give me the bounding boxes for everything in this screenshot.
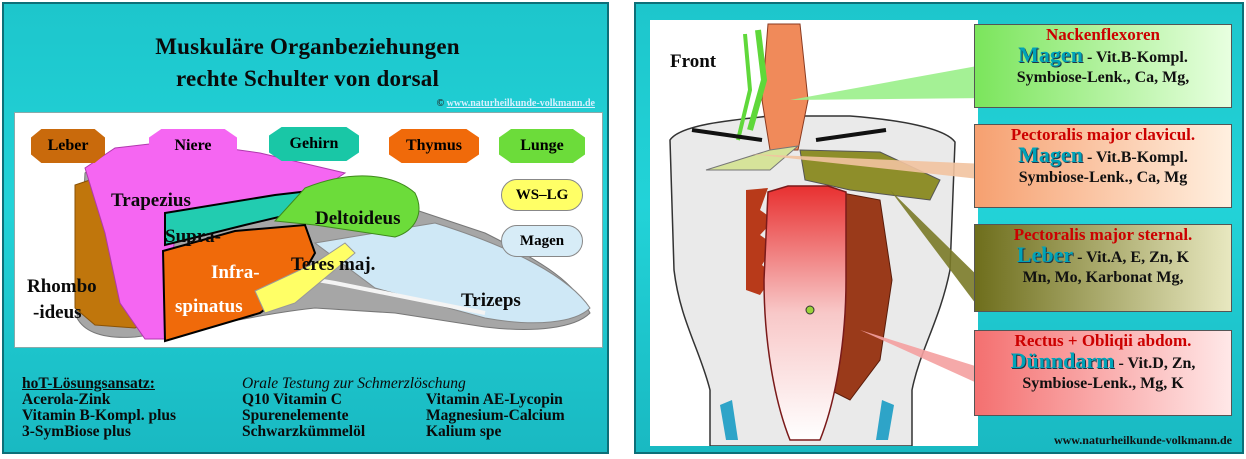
callout-organ: Magen bbox=[1018, 142, 1083, 167]
solution-col3: Vitamin AE-Lycopin Magnesium-Calcium Kal… bbox=[426, 392, 565, 440]
website-footer[interactable]: www.naturheilkunde-volkmann.de bbox=[1054, 433, 1232, 448]
organ-key-thymus: Thymus bbox=[389, 129, 479, 163]
callout-line2: Symbiose-Lenk., Ca, Mg, bbox=[975, 68, 1231, 88]
copyright-notice: © www.naturheilkunde-volkmann.de bbox=[437, 98, 595, 109]
callout-vitamins: - Vit.D, Zn, bbox=[1115, 355, 1196, 372]
organ-key-label: Thymus bbox=[406, 137, 462, 155]
torso-muscle-diagram bbox=[650, 20, 978, 446]
torso-diagram-panel bbox=[650, 20, 978, 446]
label-trapezius: Trapezius bbox=[111, 191, 191, 210]
key-ws-lg: WS–LG bbox=[501, 179, 583, 211]
callout-pectoralis-clavicular: Pectoralis major clavicul. Magen - Vit.B… bbox=[974, 124, 1232, 208]
callout-vitamins: - Vit.A, E, Zn, K bbox=[1073, 249, 1189, 266]
solution-item: Vitamin AE-Lycopin bbox=[426, 392, 565, 408]
callout-line2: Symbiose-Lenk., Mg, K bbox=[975, 374, 1231, 394]
solution-heading: hoT-Lösungsansatz: bbox=[22, 376, 176, 392]
solution-item: Kalium spe bbox=[426, 424, 565, 440]
label-ideus: -ideus bbox=[33, 303, 82, 322]
solution-item: 3-SymBiose plus bbox=[22, 424, 176, 440]
key-magen: Magen bbox=[501, 225, 583, 257]
solution-col1: hoT-Lösungsansatz: Acerola-Zink Vitamin … bbox=[22, 376, 176, 440]
copyright-link[interactable]: www.naturheilkunde-volkmann.de bbox=[447, 98, 595, 109]
copyright-symbol: © bbox=[437, 98, 444, 109]
callout-nackenflexoren: Nackenflexoren Magen - Vit.B-Kompl. Symb… bbox=[974, 24, 1232, 108]
callout-line2: Mn, Mo, Karbonat Mg, bbox=[975, 268, 1231, 288]
navel-dot bbox=[806, 306, 814, 314]
callout-pointer-1 bbox=[790, 64, 978, 100]
solution-item: Magnesium-Calcium bbox=[426, 408, 565, 424]
callout-pectoralis-sternal: Pectoralis major sternal. Leber - Vit.A,… bbox=[974, 224, 1232, 312]
label-rhombo: Rhombo bbox=[27, 277, 97, 296]
label-spinatus: spinatus bbox=[175, 297, 243, 316]
shoulder-diagram-panel: Leber Niere Gehirn Thymus Lunge WS–LG Ma… bbox=[14, 112, 603, 348]
organ-key-gehirn: Gehirn bbox=[269, 127, 359, 161]
slide-title-line1: Muskuläre Organbeziehungen bbox=[4, 34, 611, 60]
organ-key-label: Gehirn bbox=[290, 135, 339, 153]
left-slide: Muskuläre Organbeziehungen rechte Schult… bbox=[2, 2, 609, 454]
callout-organ: Leber bbox=[1017, 242, 1073, 267]
callout-organ: Magen bbox=[1018, 42, 1083, 67]
organ-key-leber: Leber bbox=[31, 129, 105, 163]
neck-muscle-shape bbox=[762, 24, 808, 150]
callout-heading: Pectoralis major clavicul. bbox=[975, 125, 1231, 145]
solution-item: Vitamin B-Kompl. plus bbox=[22, 408, 176, 424]
callout-organ: Dünndarm bbox=[1011, 348, 1115, 373]
slide-title-line2: rechte Schulter von dorsal bbox=[4, 66, 611, 92]
key-label: WS–LG bbox=[516, 187, 569, 204]
callout-line2: Symbiose-Lenk., Ca, Mg bbox=[975, 168, 1231, 188]
organ-key-label: Niere bbox=[174, 137, 211, 155]
callout-rectus-obliqii: Rectus + Obliqii abdom. Dünndarm - Vit.D… bbox=[974, 330, 1232, 416]
solution-item: Acerola-Zink bbox=[22, 392, 176, 408]
callout-vitamins: - Vit.B-Kompl. bbox=[1083, 149, 1188, 166]
organ-key-niere: Niere bbox=[149, 129, 237, 163]
solution-italic-heading: Orale Testung zur Schmerzlöschung bbox=[242, 376, 466, 392]
organ-key-label: Leber bbox=[48, 137, 89, 155]
callout-heading: Pectoralis major sternal. bbox=[975, 225, 1231, 245]
label-supra: Supra- bbox=[165, 227, 221, 246]
organ-key-label: Lunge bbox=[520, 137, 564, 155]
neck-green-strand bbox=[750, 30, 764, 130]
right-slide: Front Nackenflexoren Magen - Vit.B-Kompl… bbox=[634, 2, 1244, 454]
callout-heading: Nackenflexoren bbox=[975, 25, 1231, 45]
label-deltoideus: Deltoideus bbox=[315, 209, 401, 228]
label-infra: Infra- bbox=[211, 263, 260, 282]
organ-key-lunge: Lunge bbox=[499, 129, 585, 163]
key-label: Magen bbox=[520, 233, 564, 250]
callout-vitamins: - Vit.B-Kompl. bbox=[1083, 49, 1188, 66]
label-trizeps: Trizeps bbox=[461, 291, 521, 310]
label-teres-maj: Teres maj. bbox=[291, 255, 375, 274]
front-label: Front bbox=[670, 52, 716, 71]
